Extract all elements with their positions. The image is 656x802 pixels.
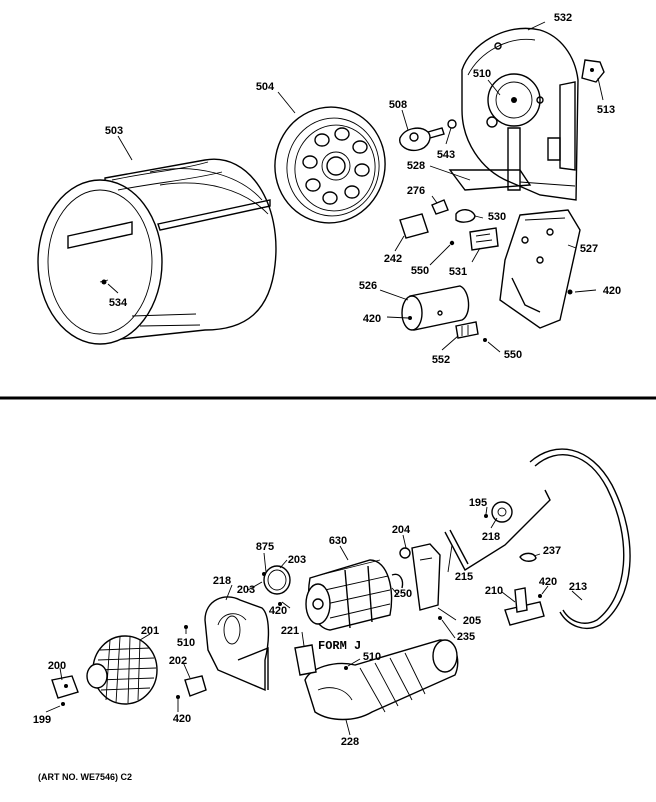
bracket-202 xyxy=(176,625,207,699)
label-513: 513 xyxy=(597,104,615,116)
label-875: 875 xyxy=(256,541,274,553)
blower-wheel-201 xyxy=(86,635,158,705)
mount-bracket-205 xyxy=(399,543,442,620)
label-218-top: 218 xyxy=(482,531,500,543)
label-221: 221 xyxy=(281,625,299,637)
bottom-assembly: 195 218 875 630 204 237 203 203 218 215 … xyxy=(33,448,631,782)
label-276: 276 xyxy=(407,185,425,197)
leaders-top xyxy=(107,21,604,353)
idler-bracket-210 xyxy=(504,587,545,626)
label-250: 250 xyxy=(394,588,412,600)
label-235: 235 xyxy=(457,631,475,643)
label-552: 552 xyxy=(432,354,450,366)
art-number: (ART NO. WE7546) C2 xyxy=(38,772,132,782)
top-assembly: 532 510 513 504 508 503 543 528 276 530 … xyxy=(37,12,621,366)
capacitor-526 xyxy=(401,285,470,331)
label-200: 200 xyxy=(48,660,66,672)
spring-237 xyxy=(519,552,537,562)
label-532: 532 xyxy=(554,12,572,24)
label-527: 527 xyxy=(580,243,598,255)
bracket-513 xyxy=(581,59,605,83)
label-420-d: 420 xyxy=(269,605,287,617)
label-218-bottom: 218 xyxy=(213,575,231,587)
motor-630 xyxy=(305,559,404,631)
label-237: 237 xyxy=(543,545,561,557)
label-630: 630 xyxy=(329,535,347,547)
duct-228 xyxy=(304,639,459,721)
label-195: 195 xyxy=(469,497,487,509)
label-510-left: 510 xyxy=(177,637,195,649)
label-215: 215 xyxy=(455,571,473,583)
leaders-bottom xyxy=(45,506,583,736)
idler-arm-215 xyxy=(444,489,551,571)
label-420-b: 420 xyxy=(363,313,381,325)
label-510: 510 xyxy=(473,68,491,80)
label-420-c: 420 xyxy=(539,576,557,588)
label-203-a: 203 xyxy=(288,554,306,566)
clamp-203 xyxy=(262,565,291,606)
drum-back-504 xyxy=(274,106,386,224)
connector-552 xyxy=(455,321,487,342)
housing-527 xyxy=(499,209,581,329)
label-528: 528 xyxy=(407,160,425,172)
label-210: 210 xyxy=(485,585,503,597)
label-534: 534 xyxy=(109,297,128,309)
label-543: 543 xyxy=(437,149,455,161)
label-242: 242 xyxy=(384,253,402,265)
small-parts-top xyxy=(399,199,476,246)
part-200 xyxy=(51,675,79,706)
label-203-b: 203 xyxy=(237,584,255,596)
label-510-duct: 510 xyxy=(363,651,381,663)
label-508: 508 xyxy=(389,99,407,111)
shim-221 xyxy=(294,644,317,676)
idler-pulley-218 xyxy=(484,501,513,523)
label-504: 504 xyxy=(256,81,275,93)
label-228: 228 xyxy=(341,736,359,748)
label-201: 201 xyxy=(141,625,159,637)
switch-531 xyxy=(469,227,499,251)
blower-housing-218 xyxy=(204,596,270,692)
drum-503 xyxy=(37,158,277,345)
label-531: 531 xyxy=(449,266,467,278)
label-420-e: 420 xyxy=(173,713,191,725)
belt-213 xyxy=(529,448,631,630)
label-199: 199 xyxy=(33,714,51,726)
rear-bulkhead-532 xyxy=(448,27,579,201)
label-503: 503 xyxy=(105,125,123,137)
label-530: 530 xyxy=(488,211,506,223)
label-205: 205 xyxy=(463,615,481,627)
label-204: 204 xyxy=(392,524,411,536)
bearing-508 xyxy=(399,119,457,152)
label-202: 202 xyxy=(169,655,187,667)
label-420-a: 420 xyxy=(603,285,621,297)
label-213: 213 xyxy=(569,581,587,593)
form-j-note: FORM J xyxy=(318,639,361,653)
label-550-top-b: 550 xyxy=(504,349,522,361)
label-550-top: 550 xyxy=(411,265,429,277)
label-526: 526 xyxy=(359,280,377,292)
